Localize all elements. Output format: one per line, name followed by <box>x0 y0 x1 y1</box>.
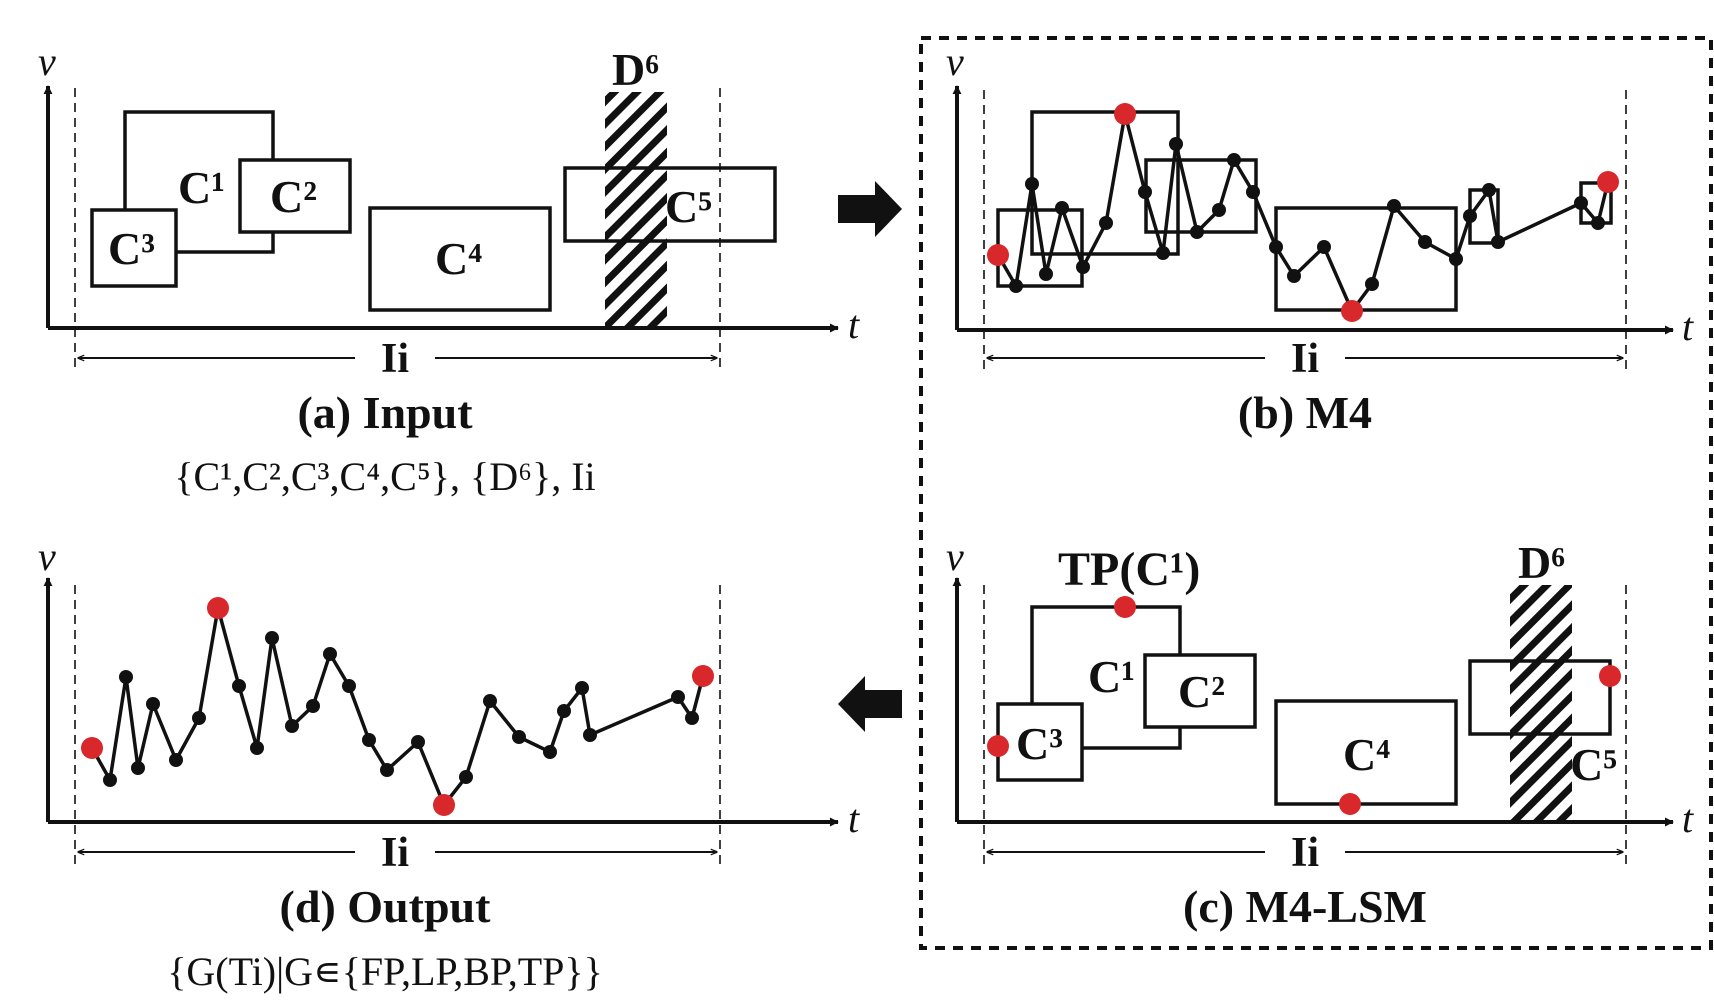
m4-lsm-frame <box>919 36 1713 950</box>
deletion-d6-hatch <box>605 92 667 328</box>
panel-d-caption: (d) Output <box>280 881 492 932</box>
t-axis-label: t <box>848 796 860 841</box>
top-point-label: TP(C¹) <box>1058 543 1200 596</box>
chunk-c3 <box>996 702 1084 782</box>
chunk-c5 <box>1468 659 1612 736</box>
representative-points <box>987 103 1619 322</box>
last-point <box>692 665 714 687</box>
time-series-line <box>996 112 1610 313</box>
panel-a-caption: (a) Input <box>297 387 473 438</box>
chunk-c2 <box>238 158 352 234</box>
last-point <box>1597 171 1619 193</box>
time-series-points <box>1009 137 1605 293</box>
t-axis-label: t <box>1682 796 1694 841</box>
panel-c-caption: (c) M4-LSM <box>1183 881 1427 932</box>
chunk-c1-label: C¹ <box>1088 651 1135 702</box>
first-point <box>987 735 1009 757</box>
v-axis-label: v <box>38 534 56 579</box>
first-point <box>987 244 1009 266</box>
output-points <box>103 631 699 787</box>
last-point <box>1599 665 1621 687</box>
chunk-c4 <box>1274 699 1458 806</box>
v-axis-label: v <box>946 39 964 84</box>
bottom-point <box>1339 793 1361 815</box>
representative-points <box>987 596 1621 815</box>
top-point <box>1114 596 1136 618</box>
bottom-point <box>1341 300 1363 322</box>
deletion-d6-hatch <box>1510 585 1572 822</box>
chunk-c5-label: C⁵ <box>1570 739 1617 790</box>
deletion-label: D⁶ <box>1518 537 1565 588</box>
panel-c-m4-lsm: v t D⁶ C¹ C² C³ C⁴ C⁵ TP(C¹) Ii (c) M4-L… <box>946 534 1694 932</box>
interval-label: Ii <box>1291 830 1319 876</box>
panel-b-caption: (b) M4 <box>1238 387 1372 438</box>
chunk-c3-label: C³ <box>108 223 155 274</box>
chunk-c5 <box>563 166 777 243</box>
panel-a-subcaption: {C¹,C²,C³,C⁴,C⁵}, {D⁶}, Ii <box>174 454 595 499</box>
chunk-c4-label: C⁴ <box>1343 729 1390 780</box>
t-axis-label: t <box>848 302 860 347</box>
chunk-c2-label: C² <box>270 171 317 222</box>
chunk-c1-label: C¹ <box>178 162 225 213</box>
first-point <box>81 737 103 759</box>
v-axis-label: v <box>946 534 964 579</box>
representative-points <box>81 597 714 816</box>
interval-label: Ii <box>381 830 409 876</box>
panel-a-input: v t D⁶ C¹ C² C³ C⁴ C⁵ Ii (a) Input {C¹,C… <box>38 39 860 499</box>
interval-label: Ii <box>381 336 409 382</box>
top-point <box>1114 103 1136 125</box>
chunk-c4 <box>368 206 552 312</box>
chunk-c3 <box>90 208 178 288</box>
t-axis-label: t <box>1682 304 1694 349</box>
chunk-c4-label: C⁴ <box>435 233 482 284</box>
top-point <box>207 597 229 619</box>
panel-d-output: v t Ii (d) Output <box>38 534 860 994</box>
chunk-c2 <box>1143 653 1257 729</box>
chunk-c3-label: C³ <box>1016 718 1063 769</box>
panel-d-subcaption: {G(Ti)|G∊{FP,LP,BP,TP}} <box>167 949 603 994</box>
interval-label: Ii <box>1291 336 1319 382</box>
output-line <box>90 606 705 807</box>
chunk-c5-label: C⁵ <box>665 181 712 232</box>
v-axis-label: v <box>38 39 56 84</box>
chunk-c2-label: C² <box>1178 666 1225 717</box>
left-arrow-icon <box>838 676 902 732</box>
deletion-label: D⁶ <box>612 44 659 95</box>
right-arrow-icon <box>838 181 902 237</box>
bottom-point <box>433 794 455 816</box>
panel-b-m4: v t <box>946 39 1694 438</box>
